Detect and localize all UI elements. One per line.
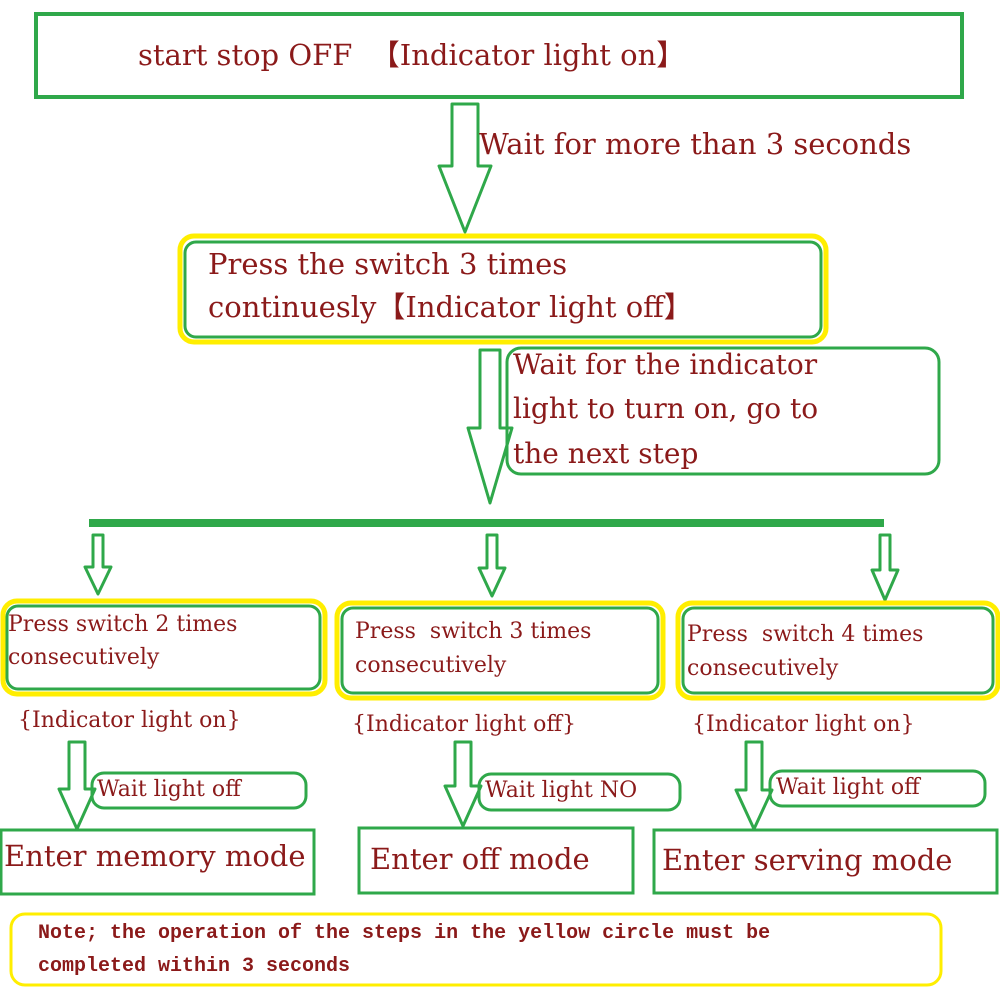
branch-3-mode-label: Enter serving mode <box>662 843 953 877</box>
branch-3-wait-label: Wait light off <box>776 775 920 800</box>
wait-indicator-label-line2: light to turn on, go to <box>513 392 819 425</box>
note-box <box>9 912 943 987</box>
wait-indicator-label-line3: the next step <box>513 437 699 470</box>
press-3-times-box-yellow <box>177 233 829 345</box>
branch-2-press-line1: Press switch 3 times <box>355 619 592 644</box>
branch-1-press-box-green <box>5 604 322 691</box>
branch-3-press-box-yellow <box>675 600 1000 701</box>
branch-2-press-box-green <box>340 606 660 695</box>
branch-1-press-line1: Press switch 2 times <box>8 612 238 637</box>
press-3-times-label-line2: continuesly【Indicator light off】 <box>208 290 693 324</box>
branch-2-wait-label: Wait light NO <box>485 778 638 803</box>
arrow-down-icon <box>443 740 483 828</box>
arrow-down-icon <box>870 533 900 602</box>
branch-2-mode-label: Enter off mode <box>370 842 590 876</box>
branch-3-mode-box <box>652 828 999 895</box>
press-3-times-box-green <box>183 240 823 339</box>
branch-3-press-line2: consecutively <box>687 656 839 681</box>
branch-1-wait-label: Wait light off <box>97 777 241 802</box>
start-label: start stop OFF 【Indicator light on】 <box>138 38 686 72</box>
press-3-times-label-line1: Press the switch 3 times <box>208 247 568 281</box>
branch-3-press-box-green <box>681 606 995 695</box>
split-bar <box>89 519 884 527</box>
branch-1-wait-box <box>90 771 308 810</box>
start-box <box>34 12 964 99</box>
arrow-down-icon <box>734 740 774 831</box>
arrow-down-icon <box>477 533 507 598</box>
branch-1-press-box-yellow <box>0 598 328 697</box>
arrow-down-icon <box>83 533 113 596</box>
branch-1-press-line2: consecutively <box>8 645 160 670</box>
branch-2-mode-box <box>357 826 635 895</box>
branch-1-indicator-label: {Indicator light on} <box>18 708 241 733</box>
wait-indicator-label-line1: Wait for the indicator <box>513 348 818 381</box>
branch-1-mode-box <box>0 828 316 896</box>
note-line1: Note; the operation of the steps in the … <box>38 922 771 945</box>
arrow-down-icon <box>437 102 493 234</box>
wait-3s-label: Wait for more than 3 seconds <box>479 127 912 161</box>
branch-2-indicator-label: {Indicator light off} <box>352 712 577 737</box>
arrow-down-icon <box>57 740 97 831</box>
branch-3-press-line1: Press switch 4 times <box>687 622 924 647</box>
branch-2-press-box-yellow <box>334 600 666 701</box>
branch-2-press-line2: consecutively <box>355 653 507 678</box>
arrow-down-icon <box>466 348 514 505</box>
branch-3-indicator-label: {Indicator light on} <box>692 712 915 737</box>
branch-1-mode-label: Enter memory mode <box>4 839 306 873</box>
branch-3-wait-box <box>768 769 987 808</box>
note-line2: completed within 3 seconds <box>38 955 351 978</box>
branch-2-wait-box <box>477 772 682 812</box>
wait-indicator-box <box>505 346 941 476</box>
